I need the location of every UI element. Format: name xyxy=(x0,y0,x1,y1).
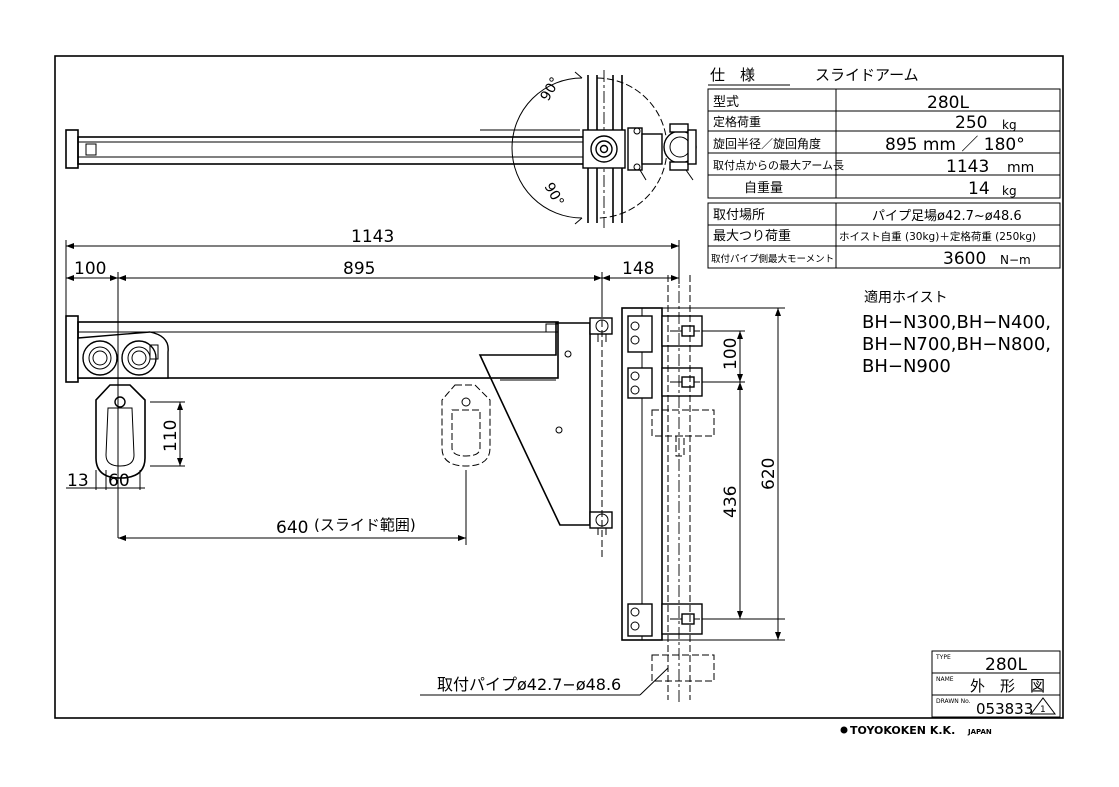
drawing-border xyxy=(54,55,1064,719)
dim-13: 13 xyxy=(67,471,89,491)
spec-row-1-unit: kg xyxy=(1002,118,1017,132)
name-value: 外 形 図 xyxy=(970,677,1045,695)
angle-label-top: 90° xyxy=(538,74,564,104)
hoist-line-1: BH−N300,BH−N400, xyxy=(862,312,1051,333)
spec-table: 仕 様 スライドアーム 型式 280L 定格荷重 250 kg 旋回半径／旋回角… xyxy=(707,66,1061,269)
name-label: NAME xyxy=(936,676,954,683)
spec2-row-0-value: パイプ足場ø42.7~ø48.6 xyxy=(872,209,1022,224)
title-block: TYPE 280L NAME 外 形 図 DRAWN No. 053833 1 xyxy=(931,650,1061,718)
drawn-label: DRAWN No. xyxy=(936,698,971,705)
dim-620: 620 xyxy=(759,458,779,490)
spec2-row-1-value: ホイスト自重 (30kg)＋定格荷重 (250kg) xyxy=(839,230,1036,243)
company-label: TOYOKOKEN K.K. JAPAN xyxy=(840,724,992,737)
spec2-row-0-label: 取付場所 xyxy=(713,208,765,223)
pipe-note: 取付パイプø42.7−ø48.6 xyxy=(437,675,621,694)
spec-row-3-label: 取付点からの最大アーム長 xyxy=(713,158,844,172)
spec-header-left: 仕 様 xyxy=(710,66,755,84)
top-view: 90° 90° xyxy=(65,70,697,228)
hoist-line-3: BH−N900 xyxy=(862,356,951,377)
spec-row-4-unit: kg xyxy=(1002,184,1017,198)
type-label: TYPE xyxy=(935,654,951,661)
dim-895: 895 xyxy=(343,259,375,279)
spec2-row-2-label: 取付パイプ側最大モーメント xyxy=(711,253,834,265)
company-logo-icon xyxy=(840,726,848,734)
company-name: TOYOKOKEN K.K. xyxy=(850,724,955,737)
type-value: 280L xyxy=(985,655,1027,675)
dim-60: 60 xyxy=(108,471,130,491)
drawn-value: 053833 xyxy=(976,700,1033,718)
spec-row-3-value: 1143 xyxy=(946,157,989,177)
dim-640: 640 xyxy=(276,518,308,538)
spec-row-4-value: 14 xyxy=(968,179,990,199)
dim-1143: 1143 xyxy=(351,227,394,247)
angle-label-bottom: 90° xyxy=(541,180,567,210)
front-view xyxy=(65,270,715,705)
spec-row-2-value: 895 mm ／ 180° xyxy=(885,135,1025,155)
dim-148: 148 xyxy=(622,259,654,279)
dim-100-vertical: 100 xyxy=(721,338,741,370)
spec-row-2-label: 旋回半径／旋回角度 xyxy=(713,136,821,151)
spec2-row-2-value: 3600 xyxy=(943,249,986,269)
spec2-row-1-label: 最大つり荷重 xyxy=(713,228,791,244)
hoist-line-2: BH−N700,BH−N800, xyxy=(862,334,1051,355)
spec-row-0-label: 型式 xyxy=(713,95,739,110)
dimension-lines xyxy=(65,240,785,696)
spec-row-0-value: 280L xyxy=(927,93,969,113)
revision-triangle-icon xyxy=(1030,697,1056,715)
dim-110: 110 xyxy=(161,420,181,452)
hoist-info: 適用ホイスト BH−N300,BH−N400, BH−N700,BH−N800,… xyxy=(862,289,1051,377)
spec2-row-2-unit: N−m xyxy=(1000,253,1031,267)
dimension-labels: 1143 100 895 148 110 13 60 640 (スライド範囲) … xyxy=(67,227,779,694)
spec-row-4-label: 自重量 xyxy=(744,180,783,196)
dim-436: 436 xyxy=(721,486,741,518)
spec-row-1-label: 定格荷重 xyxy=(713,114,761,129)
spec-header-right: スライドアーム xyxy=(815,66,919,84)
revision-number: 1 xyxy=(1040,705,1046,715)
spec-row-1-value: 250 xyxy=(955,113,987,133)
hoist-title: 適用ホイスト xyxy=(864,289,948,306)
spec-row-3-unit: mm xyxy=(1007,160,1034,176)
slide-range-note: (スライド範囲) xyxy=(314,516,416,534)
company-suffix: JAPAN xyxy=(967,728,992,736)
dim-100: 100 xyxy=(74,259,106,279)
